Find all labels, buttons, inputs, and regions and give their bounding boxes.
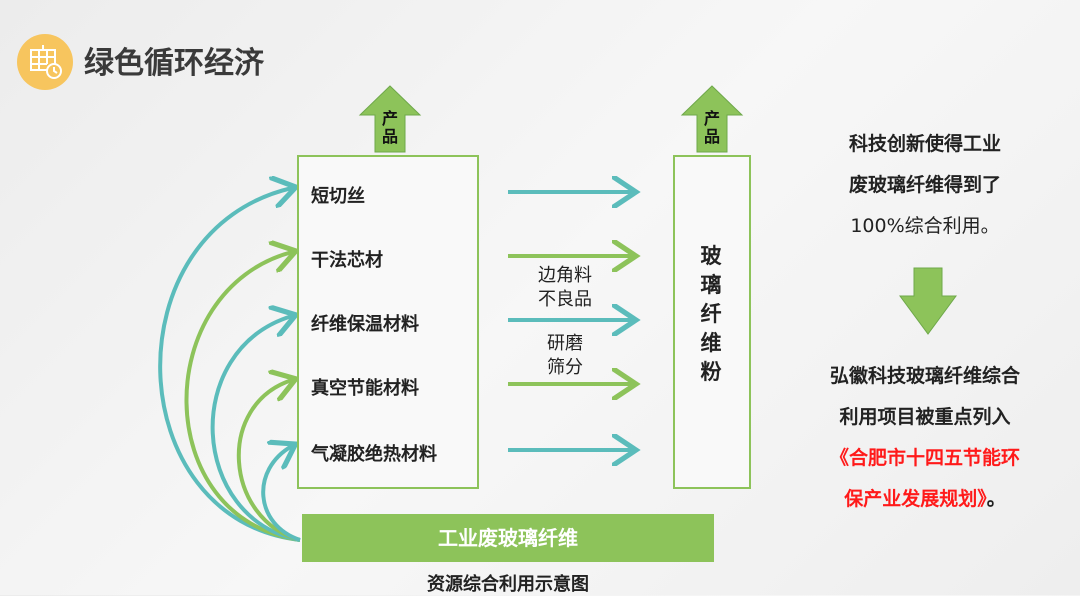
- highlight-line: 保产业发展规划》: [844, 488, 987, 510]
- source-bar: 工业废玻璃纤维: [302, 514, 714, 562]
- middle-label-grind: 研磨筛分: [520, 332, 610, 380]
- curve-arrow-4: [236, 380, 301, 542]
- policy-text: 弘徽科技玻璃纤维综合 利用项目被重点列入 《合肥市十四五节能环 保产业发展规划》…: [790, 356, 1060, 520]
- item-short-cut-strand: 短切丝: [311, 186, 365, 207]
- output-label: 玻 璃 纤 维 粉: [676, 242, 746, 387]
- curve-arrow-1: [158, 188, 300, 542]
- product-up-arrow-1: [358, 85, 422, 153]
- item-vacuum: 真空节能材料: [311, 378, 419, 399]
- item-dry-core: 干法芯材: [311, 250, 383, 271]
- product-up-arrow-2: [680, 85, 744, 153]
- text-suffix: 。: [986, 488, 1006, 510]
- product-label: 品: [381, 127, 398, 146]
- curve-arrow-5: [261, 446, 301, 542]
- label-char: 纤: [700, 302, 722, 326]
- label-line: 研磨: [547, 333, 583, 354]
- output-box: [673, 155, 751, 489]
- page-title: 绿色循环经济: [84, 46, 264, 81]
- text-line: 100%综合利用。: [850, 215, 1000, 237]
- label-line: 边角料: [538, 265, 592, 286]
- product-label: 品: [703, 127, 720, 146]
- text-line: 利用项目被重点列入: [839, 406, 1011, 428]
- product-label: 产: [381, 109, 398, 128]
- down-arrow: [899, 267, 957, 335]
- text-line: 废玻璃纤维得到了: [848, 174, 1001, 196]
- label-char: 维: [700, 331, 722, 355]
- label-char: 璃: [700, 273, 722, 297]
- calendar-clock-icon: [17, 34, 73, 90]
- item-aerogel: 气凝胶绝热材料: [311, 444, 437, 465]
- summary-text: 科技创新使得工业 废玻璃纤维得到了 100%综合利用。: [790, 124, 1060, 247]
- label-char: 玻: [700, 244, 722, 268]
- highlight-line: 《合肥市十四五节能环: [829, 447, 1020, 469]
- label-char: 粉: [700, 360, 722, 384]
- label-line: 筛分: [547, 357, 583, 378]
- text-line: 科技创新使得工业: [848, 133, 1001, 155]
- curve-arrow-3: [210, 316, 301, 542]
- item-insulation: 纤维保温材料: [311, 314, 419, 335]
- diagram-caption: 资源综合利用示意图: [427, 574, 589, 595]
- curve-arrow-2: [184, 252, 300, 542]
- text-line: 弘徽科技玻璃纤维综合: [829, 365, 1020, 387]
- product-label: 产: [703, 109, 720, 128]
- label-line: 不良品: [538, 289, 592, 310]
- products-box: [297, 155, 479, 489]
- middle-label-scrap: 边角料不良品: [520, 264, 610, 312]
